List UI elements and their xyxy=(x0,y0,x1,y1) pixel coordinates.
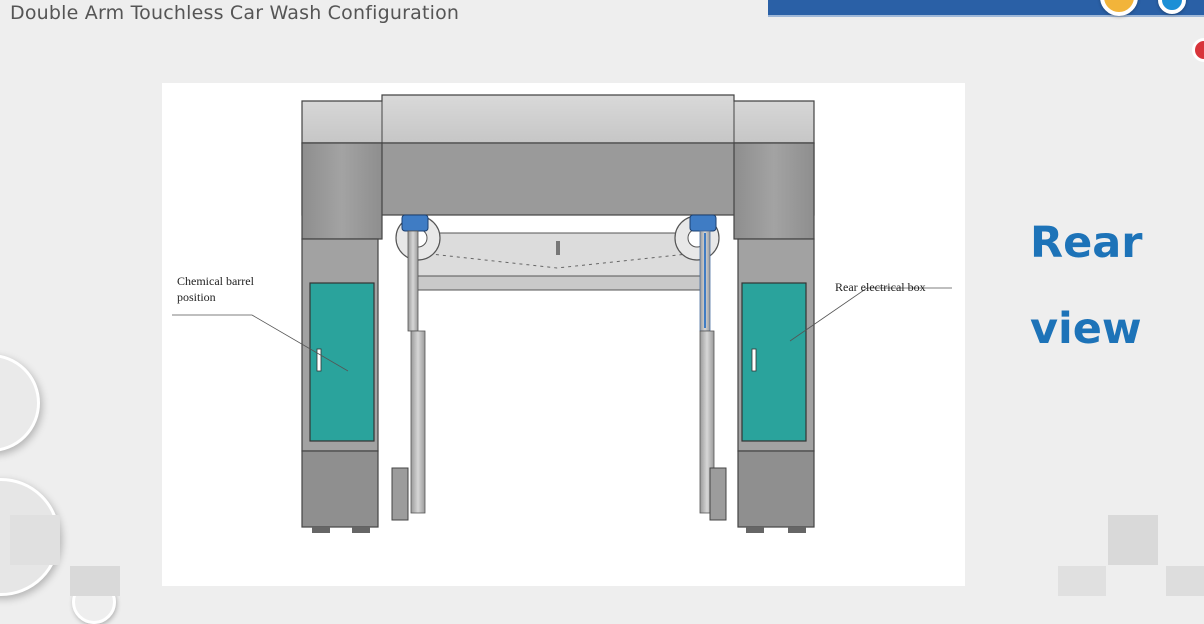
left-spray-arm-upper xyxy=(407,230,419,332)
top-beam-cover xyxy=(301,94,815,144)
deco-ring-left-upper xyxy=(0,354,40,452)
right-cabinet-door xyxy=(741,282,807,442)
right-base xyxy=(737,450,815,528)
deco-square xyxy=(70,566,120,596)
header-banner xyxy=(768,0,1204,17)
deco-circle-blue xyxy=(1158,0,1186,14)
deco-square xyxy=(1108,515,1158,565)
left-base xyxy=(301,450,379,528)
callout-rear-electrical-box: Rear electrical box xyxy=(835,280,926,294)
left-column-upper xyxy=(301,142,383,240)
right-door-handle xyxy=(751,348,757,372)
car-wash-machine-drawing xyxy=(172,94,952,533)
electrical-callout-line xyxy=(789,287,952,342)
left-rotary-head xyxy=(401,214,429,232)
left-door-handle xyxy=(316,348,322,372)
deco-square xyxy=(10,515,60,565)
callout-chemical-barrel: Chemical barrel position xyxy=(177,274,254,304)
side-label-line1: Rear xyxy=(1030,218,1143,268)
rear-view-drawing: Chemical barrel position Rear electrical… xyxy=(162,83,965,586)
deco-square xyxy=(1166,566,1204,596)
deco-circle-red xyxy=(1192,38,1204,62)
deco-square xyxy=(1058,566,1106,596)
right-column-upper xyxy=(733,142,815,240)
right-brush-motor xyxy=(709,467,727,521)
left-spray-arm-lower xyxy=(410,330,426,514)
slide-title: Double Arm Touchless Car Wash Configurat… xyxy=(10,2,460,24)
side-label-line2: view xyxy=(1030,304,1142,354)
right-rotary-head xyxy=(689,214,717,232)
chemical-callout-line xyxy=(172,314,349,372)
left-brush-motor xyxy=(391,467,409,521)
